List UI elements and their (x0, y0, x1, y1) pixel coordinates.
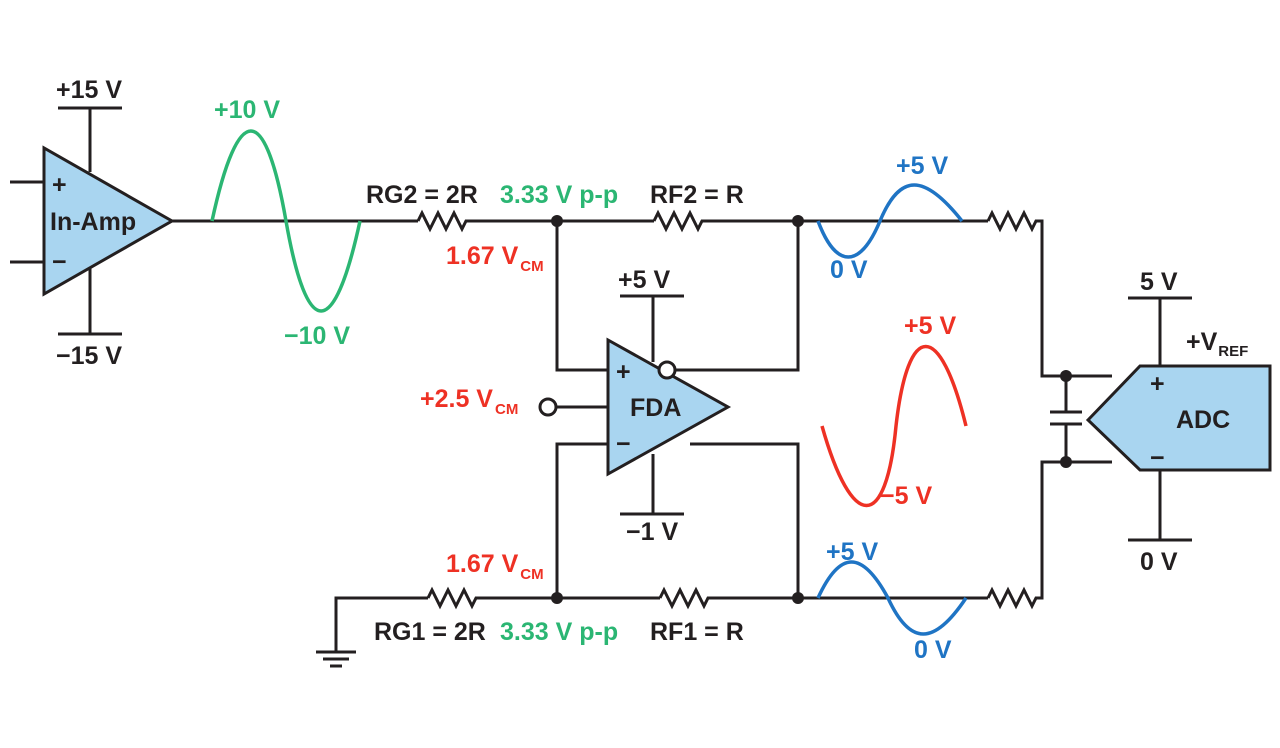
rf2-resistor (652, 209, 798, 233)
adc-supply-neg-label: 0 V (1140, 548, 1178, 576)
bottom-output-max-label: +5 V (826, 538, 878, 566)
rg2-resistor (416, 209, 560, 233)
fda-out-neg-wire (676, 221, 800, 372)
top-output-max-label: +5 V (896, 152, 948, 180)
top-vcm-value: 1.67 V (446, 242, 519, 270)
adc-label: ADC (1176, 406, 1230, 434)
adc-plus-sign: + (1150, 370, 1165, 398)
in-amp-plus-sign: + (52, 171, 67, 199)
bottom-summing-node (551, 592, 563, 604)
fda-inverting-output-bubble (657, 360, 677, 380)
adc-minus-sign: − (1150, 444, 1165, 472)
fda-plus-sign: + (616, 358, 631, 386)
rf1-resistor (658, 586, 798, 610)
adc: + − ADC 5 V 0 V +VREF (1085, 268, 1272, 576)
fda-label: FDA (630, 394, 681, 422)
bottom-vcm-sub: CM (520, 566, 543, 583)
in-amp-label: In-Amp (50, 208, 136, 236)
adc-input-capacitor (1050, 370, 1082, 468)
differential-output-min-label: −5 V (880, 482, 932, 510)
bottom-swing-label: 3.33 V p-p (500, 618, 618, 646)
top-output-sine (816, 183, 964, 259)
rf1-label: RF1 = R (650, 618, 744, 646)
rf2-label: RF2 = R (650, 181, 744, 209)
in-amp-supply-neg-label: −15 V (56, 342, 122, 370)
fda-supply-neg-label: −1 V (626, 518, 678, 546)
top-output-min-label: 0 V (830, 256, 868, 284)
top-output-resistor (986, 209, 1112, 378)
fda-minus-input-wire (555, 442, 608, 598)
adc-vref-value: +V (1186, 328, 1218, 356)
fda-vocm-value: +2.5 V (420, 385, 493, 413)
ground-wire (334, 596, 428, 652)
in-amp-triangle (42, 145, 176, 297)
in-amp-output-min-label: −10 V (284, 322, 350, 350)
bottom-vcm-value: 1.67 V (446, 550, 519, 578)
differential-output-max-label: +5 V (904, 312, 956, 340)
rg1-label: RG1 = 2R (374, 618, 486, 646)
rg2-label: RG2 = 2R (366, 181, 478, 209)
adc-body (1085, 364, 1272, 472)
adc-vref-sub: REF (1218, 343, 1248, 360)
fda-out-pos-wire (690, 442, 800, 598)
bottom-output-resistor (986, 460, 1112, 610)
fda-plus-input-wire (555, 221, 608, 372)
differential-output-sine (820, 344, 968, 508)
adc-supply-pos-label: 5 V (1140, 268, 1178, 296)
fda-vocm-sub: CM (495, 401, 518, 418)
top-vcm-sub: CM (520, 258, 543, 275)
in-amp: + − In-Amp +15 V −15 V (10, 76, 176, 370)
in-amp-minus-sign: − (52, 248, 67, 276)
in-amp-supply-pos-label: +15 V (56, 76, 122, 104)
fda-supply-pos-label: +5 V (618, 266, 670, 294)
bottom-output-sine (816, 560, 968, 636)
bottom-output-min-label: 0 V (914, 636, 952, 664)
in-amp-output-max-label: +10 V (214, 96, 280, 124)
fda-minus-sign: − (616, 430, 631, 458)
rg1-resistor (426, 586, 560, 610)
adc-vref-label: +VREF (1186, 328, 1248, 360)
top-swing-label: 3.33 V p-p (500, 181, 618, 209)
in-amp-output-sine (210, 129, 362, 313)
fda-vocm-pin (538, 397, 558, 417)
